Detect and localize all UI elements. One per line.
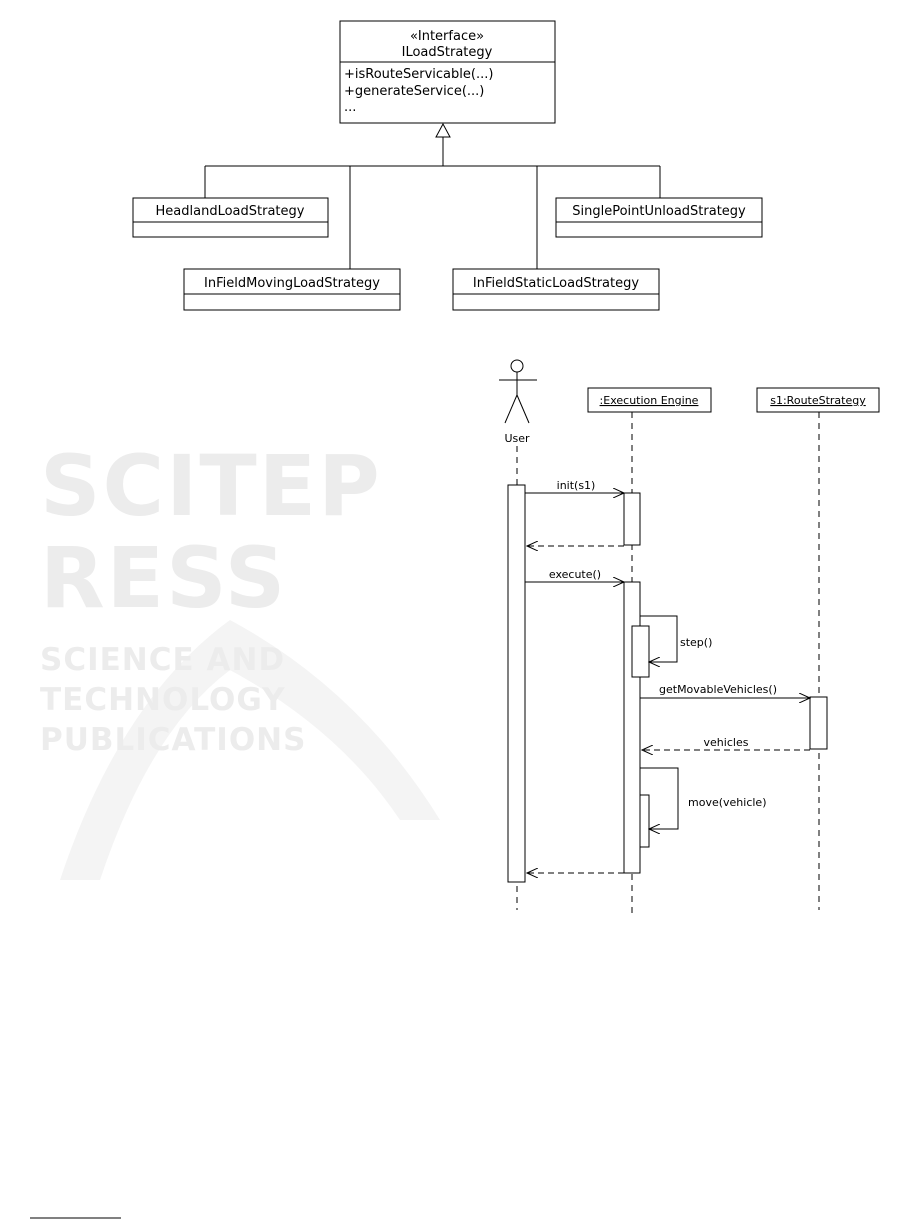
lifeline-box-execution-engine xyxy=(587,387,712,413)
generalization-arrow-icon xyxy=(435,122,451,138)
watermark: SCITEPRESS SCIENCE AND TECHNOLOGY PUBLIC… xyxy=(40,440,440,760)
lifeline-label-route-strategy: s1:RouteStrategy xyxy=(770,394,866,407)
actor-label: User xyxy=(504,432,530,445)
class-box-singlepoint xyxy=(555,197,763,238)
class-box-headland xyxy=(132,197,329,238)
activation-route-strategy xyxy=(809,696,828,750)
lifeline-label-execution-engine: :Execution Engine xyxy=(600,394,699,407)
interface-method: ... xyxy=(344,100,356,115)
message-init-label: init(s1) xyxy=(557,479,596,492)
watermark-logo xyxy=(60,620,440,880)
interface-method: +isRouteServicable(...) xyxy=(344,67,493,82)
class-name-infieldstatic: InFieldStaticLoadStrategy xyxy=(473,276,639,291)
activation-move xyxy=(639,794,650,848)
activation-user xyxy=(507,484,526,883)
actor-user-icon xyxy=(499,359,537,424)
interface-stereotype: «Interface» xyxy=(410,29,484,44)
class-name-singlepoint: SinglePointUnloadStrategy xyxy=(572,204,746,219)
message-step-arrow xyxy=(640,615,678,662)
message-move-label: move(vehicle) xyxy=(688,796,766,809)
activation-init xyxy=(623,492,641,546)
interface-name: ILoadStrategy xyxy=(402,45,493,60)
class-box-infieldstatic xyxy=(452,268,660,311)
class-name-headland: HeadlandLoadStrategy xyxy=(156,204,305,219)
interface-box xyxy=(339,20,556,124)
lifeline-box-route-strategy xyxy=(756,387,880,413)
activation-step xyxy=(631,625,650,678)
message-execute-label: execute() xyxy=(549,568,601,581)
message-step-label: step() xyxy=(680,636,712,649)
message-get-vehicles-label: getMovableVehicles() xyxy=(659,683,777,696)
watermark-title: SCITEPRESS xyxy=(40,437,382,627)
class-diagram xyxy=(132,20,763,311)
return-vehicles-label: vehicles xyxy=(704,736,749,749)
watermark-subtitle: SCIENCE AND TECHNOLOGY PUBLICATIONS xyxy=(40,642,307,758)
interface-method: +generateService(...) xyxy=(344,84,484,99)
class-box-infieldmoving xyxy=(183,268,401,311)
sequence-diagram xyxy=(499,359,880,915)
message-move-arrow xyxy=(640,767,679,829)
class-name-infieldmoving: InFieldMovingLoadStrategy xyxy=(204,276,380,291)
